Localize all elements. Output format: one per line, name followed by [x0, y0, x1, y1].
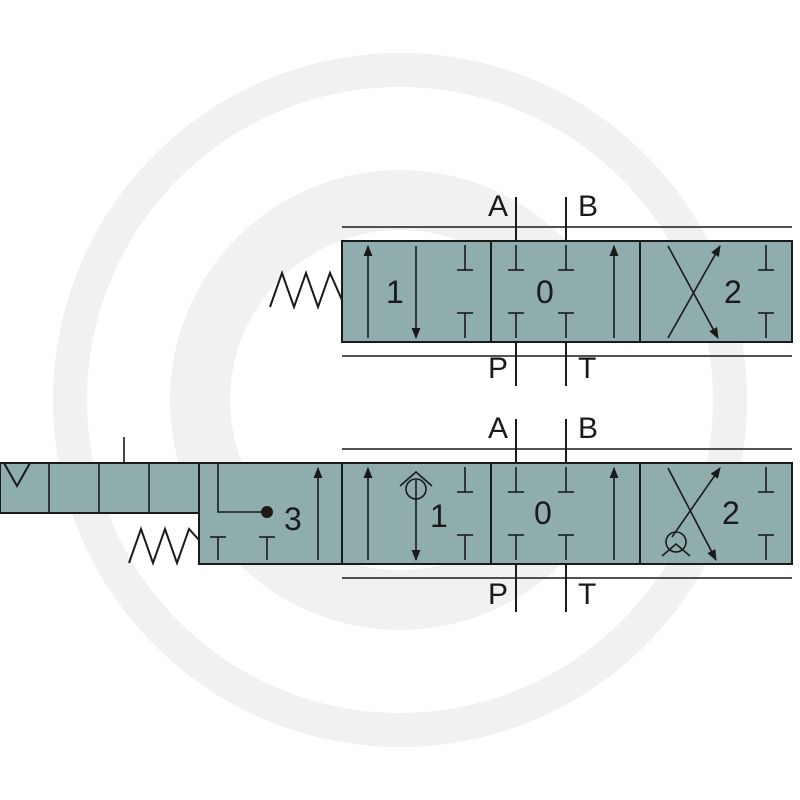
position-label-0: 0: [536, 274, 554, 310]
position-label-2: 2: [724, 274, 742, 310]
position-label-0: 0: [534, 495, 552, 531]
position-label-3: 3: [284, 501, 302, 537]
port-p-label: P: [488, 578, 508, 611]
position-label-2: 2: [722, 495, 740, 531]
junction-dot: [261, 506, 273, 518]
position-label-1: 1: [386, 274, 404, 310]
position-box-2: [639, 240, 793, 343]
spring-icon: [269, 269, 343, 311]
top-valve: A B P T 1 0 2: [269, 190, 793, 386]
position-box-2: [639, 462, 793, 565]
port-t-label: T: [578, 578, 596, 611]
port-b-label: B: [578, 412, 598, 445]
port-a-label: A: [488, 190, 508, 223]
port-b-label: B: [578, 190, 598, 223]
check-valve-icon: [661, 531, 691, 557]
check-valve-icon: [399, 470, 433, 500]
port-p-label: P: [488, 352, 508, 385]
bottom-valve: A B P T 3 1 0 2: [0, 412, 793, 612]
spring-icon: [128, 525, 200, 567]
port-t-label: T: [578, 352, 596, 385]
position-label-1: 1: [430, 498, 448, 534]
detent-notch-icon: [3, 462, 31, 489]
watermark-logo: [53, 53, 747, 747]
port-a-label: A: [488, 412, 508, 445]
